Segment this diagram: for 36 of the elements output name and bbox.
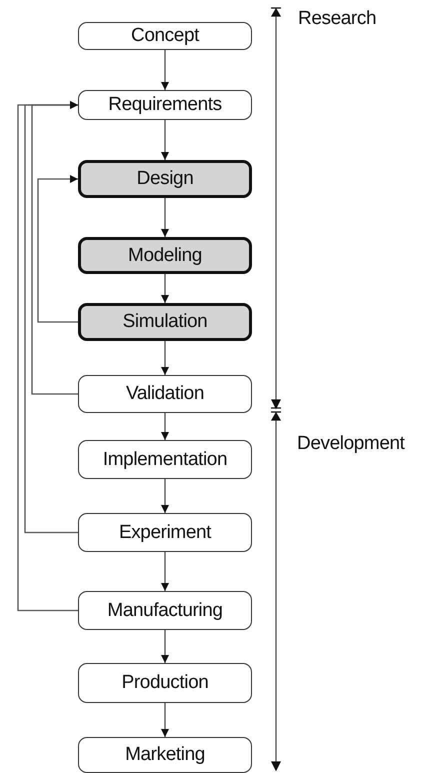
process-box <box>78 737 252 773</box>
step-name: Implementation <box>102 448 228 470</box>
arrow <box>161 50 169 90</box>
highlighted-process-box <box>78 160 252 198</box>
arrow <box>161 274 169 303</box>
process-box <box>78 22 252 50</box>
step-name: Modeling <box>128 244 202 266</box>
arrow <box>161 479 169 513</box>
highlighted-process-box <box>78 303 252 341</box>
arrow <box>161 703 169 737</box>
arrow <box>161 552 169 591</box>
step-name: Manufacturing <box>107 600 223 622</box>
step-name: Requirements <box>108 94 222 116</box>
arrow <box>161 198 169 237</box>
arrow <box>161 630 169 663</box>
process-box <box>78 90 252 120</box>
process-box <box>78 591 252 630</box>
arrow <box>161 341 169 375</box>
highlighted-process-box <box>78 237 252 274</box>
process-box <box>78 440 252 479</box>
process-box <box>78 663 252 703</box>
arrow <box>161 120 169 160</box>
step-name: Design <box>136 168 194 190</box>
step-name: Marketing <box>125 744 205 766</box>
step-name: Validation <box>126 383 204 405</box>
step-name: Simulation <box>122 311 208 333</box>
step-name: Concept <box>131 25 199 47</box>
process-box <box>78 513 252 552</box>
step-name: Production <box>122 672 208 694</box>
arrow <box>161 413 169 440</box>
phase-label: Research <box>298 8 376 30</box>
phase-label: Development <box>297 433 405 455</box>
process-box <box>78 375 252 413</box>
arrow <box>17 101 78 612</box>
arrow <box>37 175 78 323</box>
step-name: Experiment <box>118 522 212 544</box>
